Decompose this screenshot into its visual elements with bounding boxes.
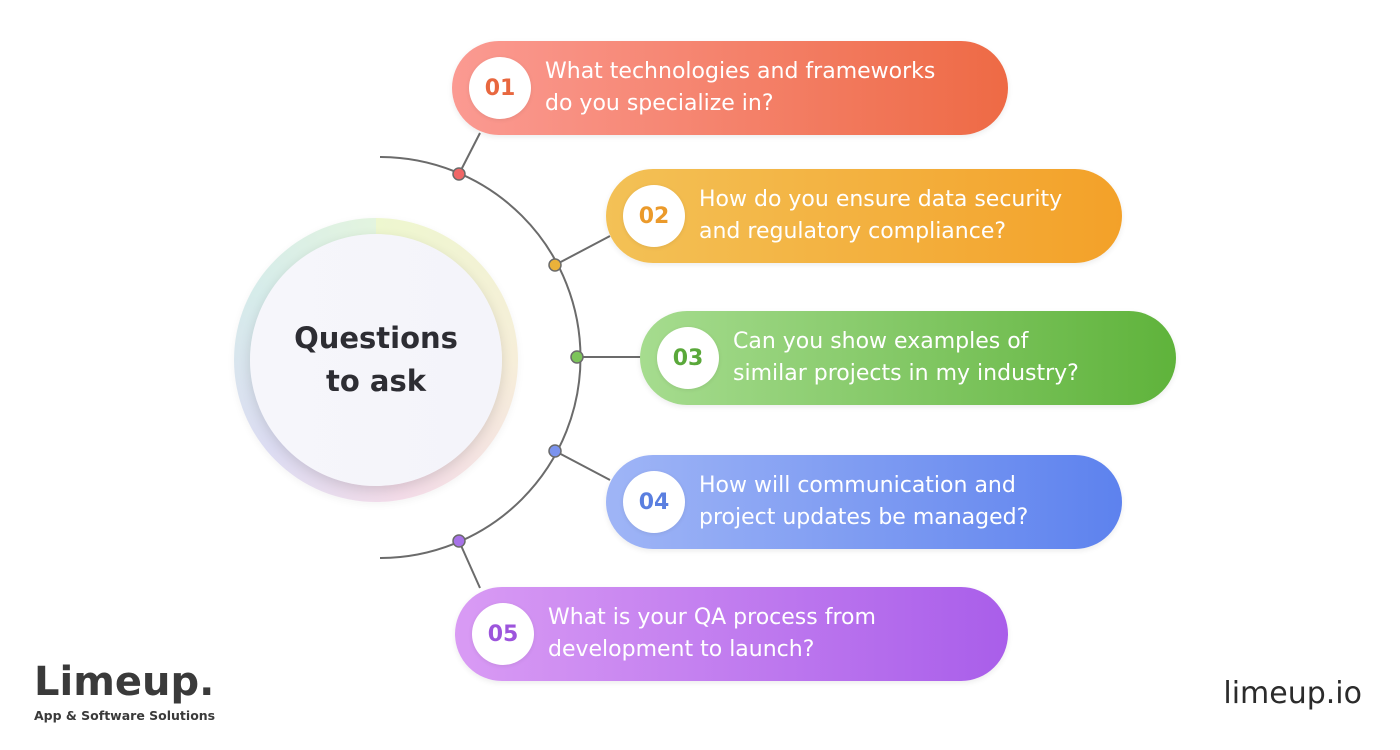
question-item-01: 01 What technologies and frameworks do y… — [452, 41, 1008, 135]
number-badge: 04 — [623, 471, 685, 533]
center-title: Questions to ask — [294, 321, 458, 398]
question-item-04: 04 How will communication and project up… — [606, 455, 1122, 549]
question-text: What is your QA process from development… — [548, 605, 876, 662]
number-badge: 03 — [657, 327, 719, 389]
question-text: What technologies and frameworks do you … — [545, 59, 936, 116]
number-badge: 02 — [623, 185, 685, 247]
brand-name: Limeup. — [34, 659, 215, 705]
node-dot-03 — [570, 350, 584, 364]
node-dot-02 — [548, 258, 562, 272]
website-url: limeup.io — [1223, 676, 1362, 711]
question-item-03: 03 Can you show examples of similar proj… — [640, 311, 1176, 405]
number-badge: 05 — [472, 603, 534, 665]
node-dot-04 — [548, 444, 562, 458]
number-badge: 01 — [469, 57, 531, 119]
question-text: Can you show examples of similar project… — [733, 329, 1079, 386]
brand-tagline: App & Software Solutions — [34, 708, 216, 723]
brand-logo: Limeup. App & Software Solutions — [34, 658, 215, 723]
question-text: How do you ensure data security and regu… — [699, 187, 1063, 244]
center-circle: Questions to ask — [234, 218, 518, 502]
question-item-05: 05 What is your QA process from developm… — [455, 587, 1008, 681]
center-inner: Questions to ask — [250, 234, 502, 486]
node-dot-01 — [452, 167, 466, 181]
question-item-02: 02 How do you ensure data security and r… — [606, 169, 1122, 263]
question-text: How will communication and project updat… — [699, 473, 1029, 530]
node-dot-05 — [452, 534, 466, 548]
